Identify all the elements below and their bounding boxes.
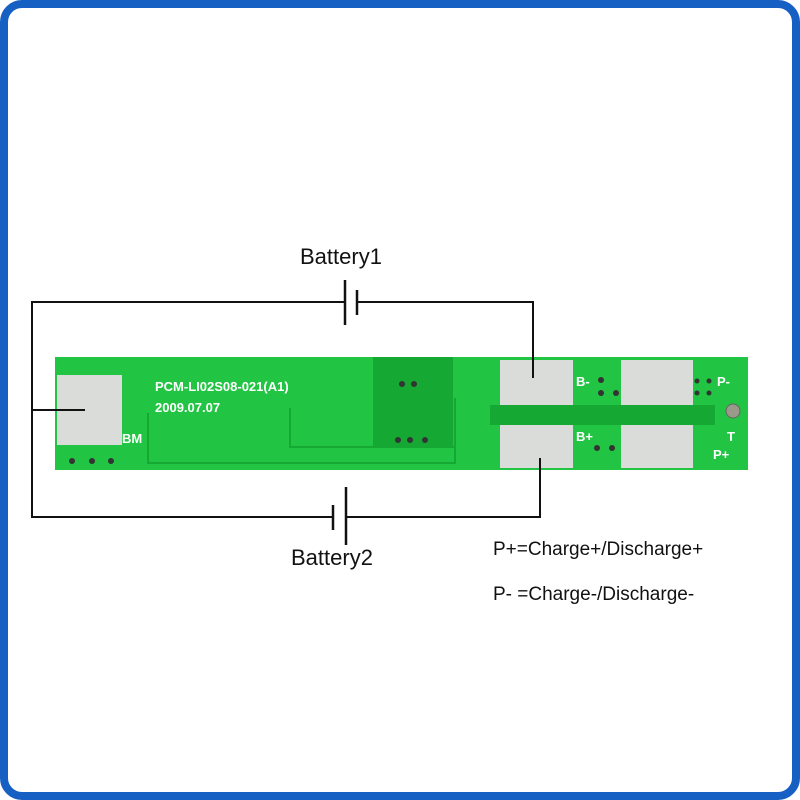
t-label: T	[727, 429, 735, 444]
p-plus-label: P+	[713, 447, 730, 462]
trace-band	[490, 405, 715, 425]
t-terminal-hole	[725, 403, 741, 419]
b-plus-pad-1	[500, 425, 573, 468]
b-minus-pad-2	[621, 360, 693, 405]
p-minus-label: P-	[717, 374, 730, 389]
b-plus-label: B+	[576, 429, 593, 444]
b-minus-label: B-	[576, 374, 590, 389]
b-minus-pad-1	[500, 360, 573, 405]
vias	[69, 377, 712, 464]
battery2-label: Battery2	[291, 545, 373, 570]
board-model: PCM-LI02S08-021(A1)	[155, 379, 289, 394]
note-p-plus: P+=Charge+/Discharge+	[493, 539, 704, 560]
mosfet-area	[373, 357, 453, 447]
wires	[31, 280, 541, 545]
note-p-minus: P- =Charge-/Discharge-	[493, 584, 695, 605]
pcb-board: PCM-LI02S08-021(A1) 2009.07.07 BM B- B+ …	[55, 357, 748, 470]
board-date: 2009.07.07	[155, 400, 221, 415]
b-plus-pad-2	[621, 425, 693, 468]
bm-label: BM	[122, 431, 143, 446]
battery1-label: Battery1	[300, 244, 382, 269]
